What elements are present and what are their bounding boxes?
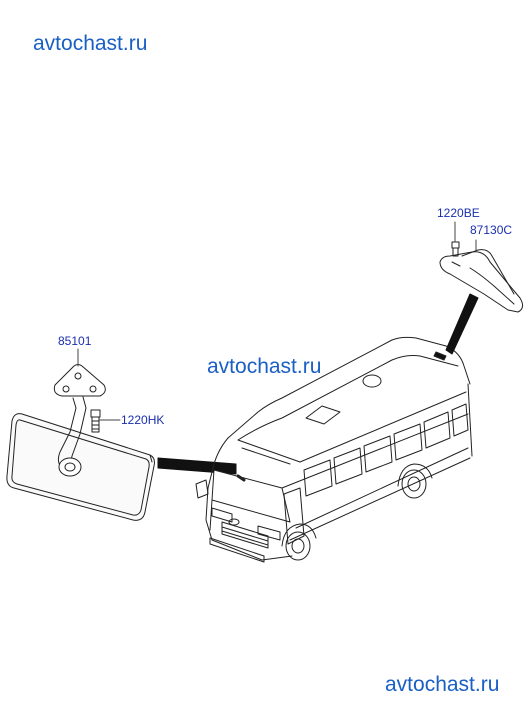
bus-illustration: [195, 336, 473, 563]
part-label-87130c[interactable]: 87130C: [470, 223, 513, 237]
exterior-mirror: [6, 348, 155, 521]
pointer-trim-to-bus: [445, 293, 479, 355]
part-label-1220be[interactable]: 1220BE: [437, 206, 480, 220]
watermark-top: avtochast.ru: [33, 32, 148, 55]
pointer-mirror-to-bus: [157, 457, 237, 475]
watermark-middle: avtochast.ru: [207, 355, 322, 378]
bracket-bolt: [451, 221, 460, 257]
part-label-1220hk[interactable]: 1220HK: [121, 413, 165, 427]
watermark-bottom: avtochast.ru: [385, 673, 500, 696]
interior-trim: [439, 239, 524, 313]
part-label-85101[interactable]: 85101: [58, 334, 92, 348]
mirror-bolt: [90, 409, 121, 433]
